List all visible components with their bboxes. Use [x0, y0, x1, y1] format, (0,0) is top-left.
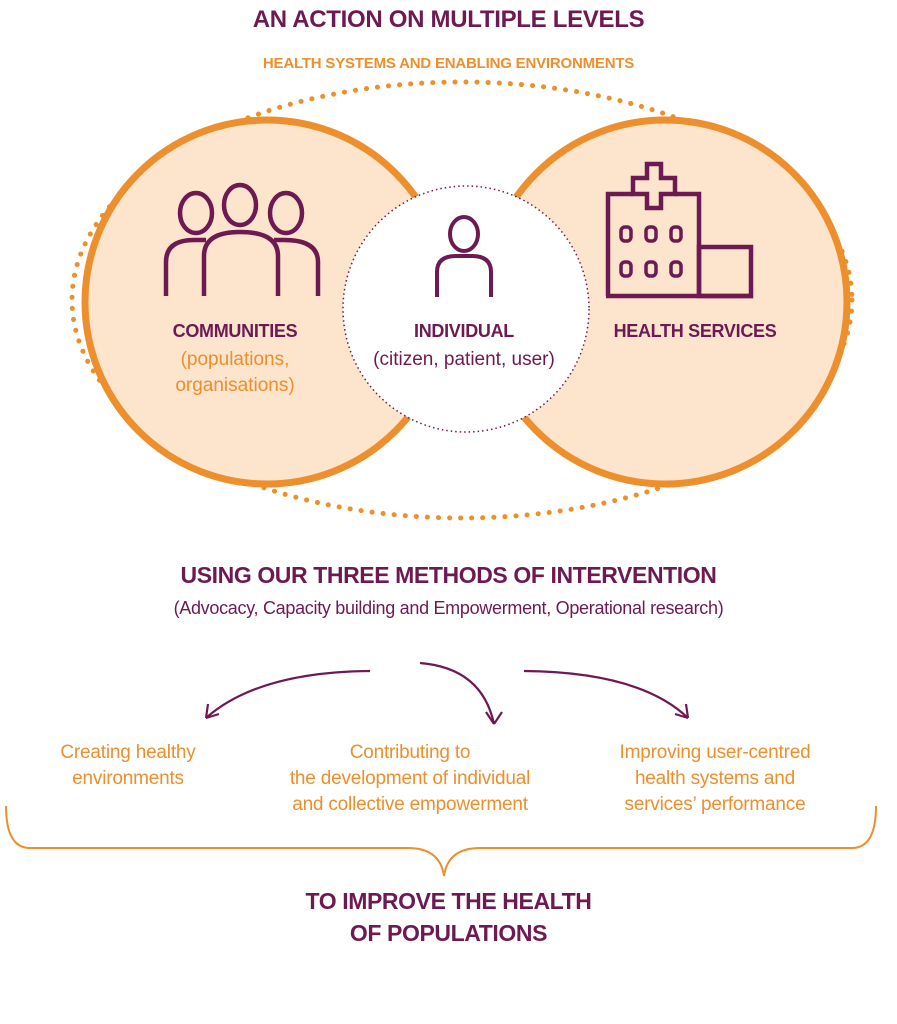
curved-arrow-icon-left [204, 669, 371, 720]
outcome-health-systems-performance: Improving user-centred health systems an… [619, 742, 811, 815]
individual-circle [342, 185, 590, 433]
hospital-windows [619, 225, 683, 278]
hospital-icon [605, 161, 754, 299]
person-icon [435, 215, 493, 297]
individual-sub: (citizen, patient, user) [373, 349, 555, 370]
communities-sub-line2: organisations) [175, 375, 295, 396]
curved-arrow-icon-right [523, 669, 690, 720]
communities-label: COMMUNITIES [172, 321, 298, 341]
enabling-environments-label: HEALTH SYSTEMS AND ENABLING ENVIRONMENTS [262, 55, 635, 72]
health-services-label: HEALTH SERVICES [613, 321, 777, 341]
page-title: AN ACTION ON MULTIPLE LEVELS [252, 6, 645, 33]
health-systems-dotted-boundary [69, 79, 855, 521]
goal-line1: TO IMPROVE THE HEALTH [305, 888, 592, 914]
people-group-icon [163, 182, 321, 296]
curly-brace-icon [5, 805, 877, 877]
individual-label: INDIVIDUAL [414, 321, 514, 341]
outcome-healthy-environments: Creating healthy environments [60, 742, 196, 789]
methods-subtitle: (Advocacy, Capacity building and Empower… [173, 598, 724, 618]
communities-sub-line1: (populations, [180, 349, 290, 370]
curved-arrow-icon-center [419, 661, 503, 725]
methods-title: USING OUR THREE METHODS OF INTERVENTION [180, 562, 717, 588]
outcome-empowerment: Contributing to the development of indiv… [289, 742, 531, 815]
goal-line2: OF POPULATIONS [349, 920, 548, 946]
